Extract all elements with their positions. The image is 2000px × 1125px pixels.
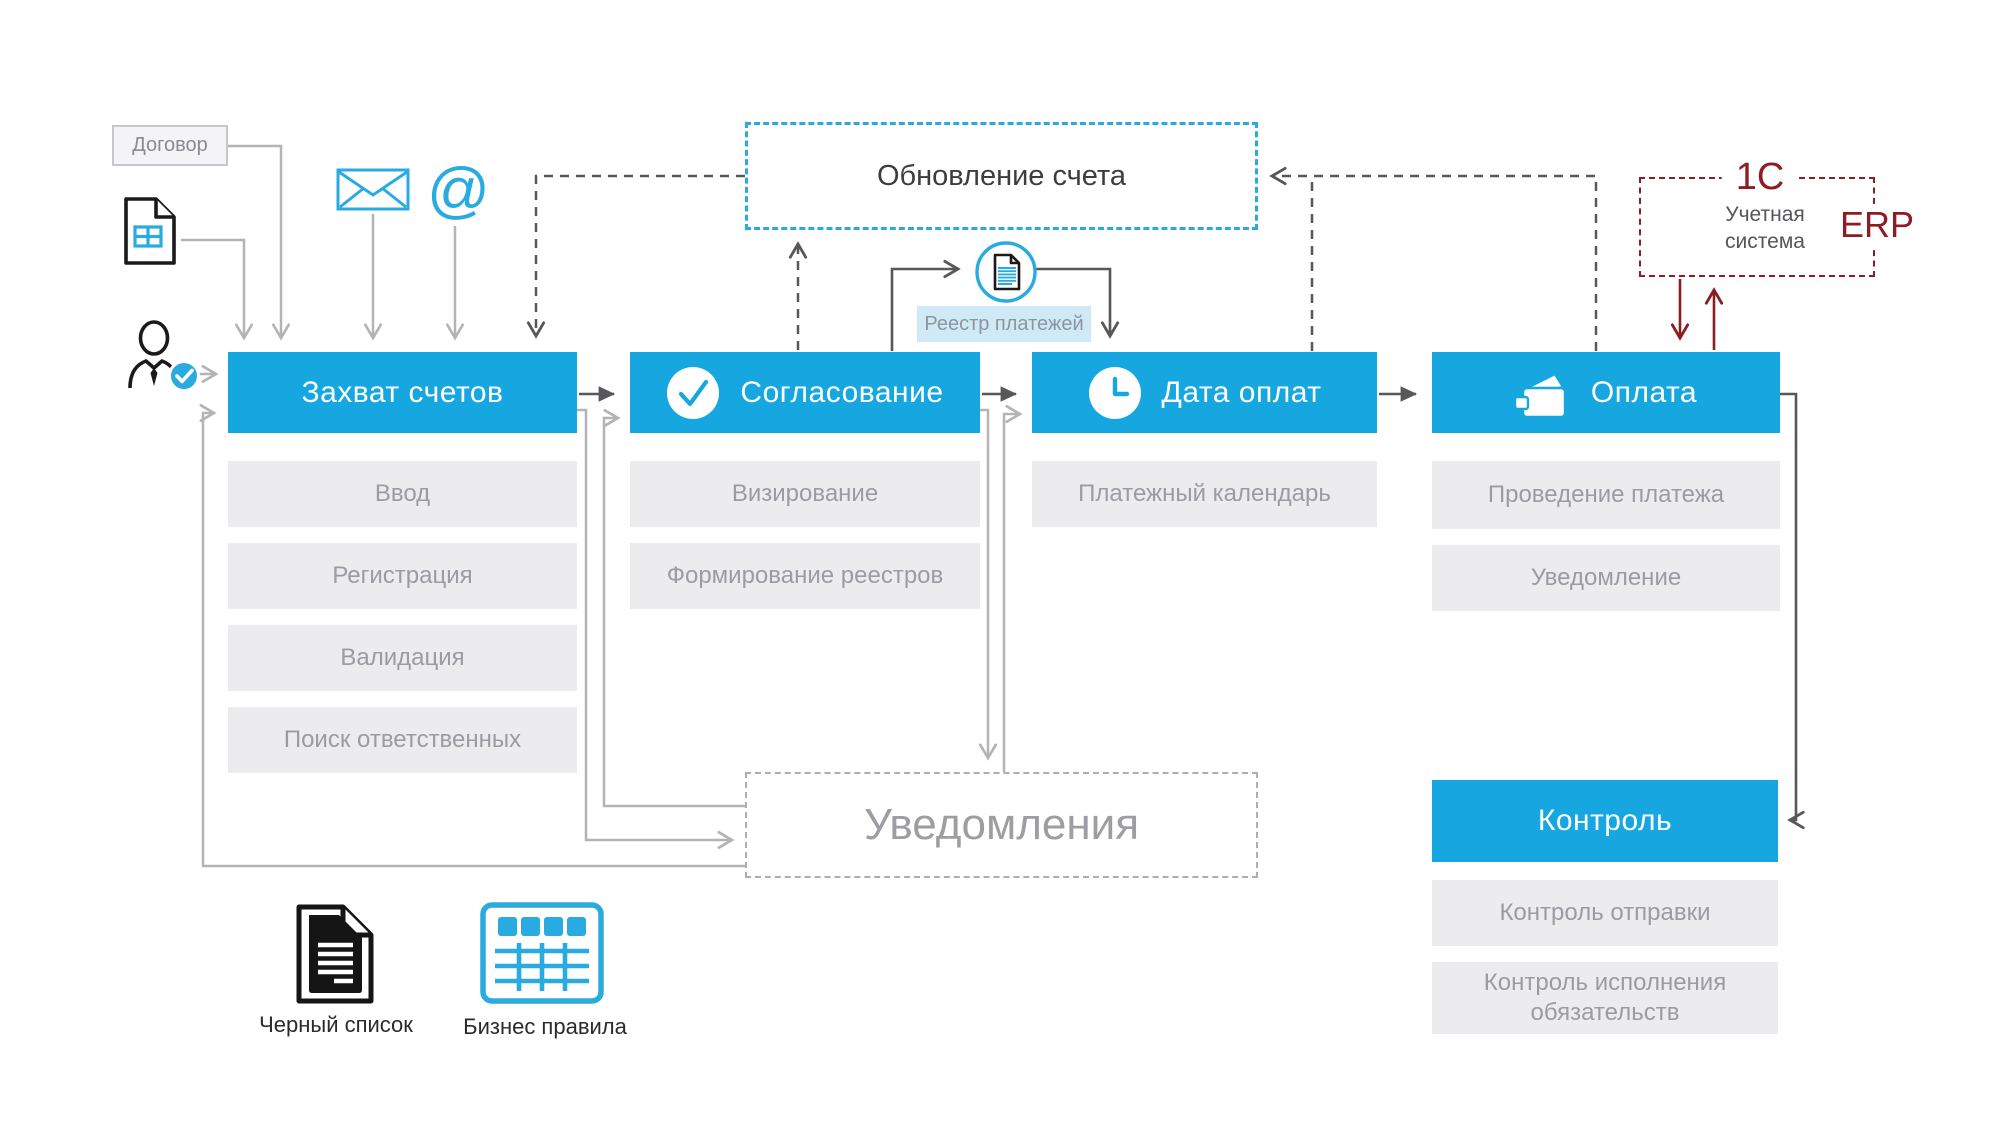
blacklist-label: Черный список [259,1012,413,1037]
stage-capture: Захват счетов [228,352,577,433]
stage-payment-date: Дата оплат [1032,352,1377,433]
stage-approval-item: Формирование реестров [630,543,980,609]
notifications-box: Уведомления [745,772,1258,878]
stage-capture-item: Валидация [228,625,577,691]
update-account-label: Обновление счета [876,159,1127,192]
at-icon: @ [427,156,490,225]
stage-approval-item: Визирование [630,461,980,527]
stage-control-item: Контроль отправки [1432,880,1778,946]
stage-control-item: Контроль исполнения обязательств [1432,962,1778,1034]
business-rules-label: Бизнес правила [463,1014,627,1039]
stage-control-title: Контроль [1537,804,1673,837]
erp-system-title: 1С [1721,157,1799,197]
stage-capture-item: Ввод [228,461,577,527]
payment-registry-label: Реестр платежей [917,306,1091,342]
stage-payment-item: Проведение платежа [1432,461,1780,529]
stage-capture-item: Регистрация [228,543,577,609]
notifications-label: Уведомления [863,800,1140,849]
clock-icon [1088,366,1141,419]
erp-system-sublabel: Учетная система [1725,203,1805,254]
invoice-document-icon [124,197,176,265]
email-icon [336,168,410,211]
stage-payment-title: Оплата [1590,375,1698,409]
stage-control: Контроль [1432,780,1778,862]
stage-payment-date-title: Дата оплат [1161,375,1322,409]
person-with-check-icon [128,320,200,392]
stage-payment: Оплата [1432,352,1780,433]
blacklist-document-icon [296,904,374,1004]
stage-payment-item: Уведомление [1432,545,1780,611]
stage-approval: Согласование [630,352,980,433]
check-icon [667,366,720,419]
contract-label: Договор [112,125,228,166]
wallet-icon [1514,371,1567,418]
update-account-box: Обновление счета [745,122,1258,230]
erp-badge: ERP [1831,204,1923,246]
stage-capture-title: Захват счетов [301,375,504,409]
stage-approval-title: Согласование [740,375,944,409]
business-rules-table-icon [480,902,604,1004]
payment-registry-icon [975,241,1037,303]
stage-capture-item: Поиск ответственных [228,707,577,773]
stage-payment-date-item: Платежный календарь [1032,461,1377,527]
